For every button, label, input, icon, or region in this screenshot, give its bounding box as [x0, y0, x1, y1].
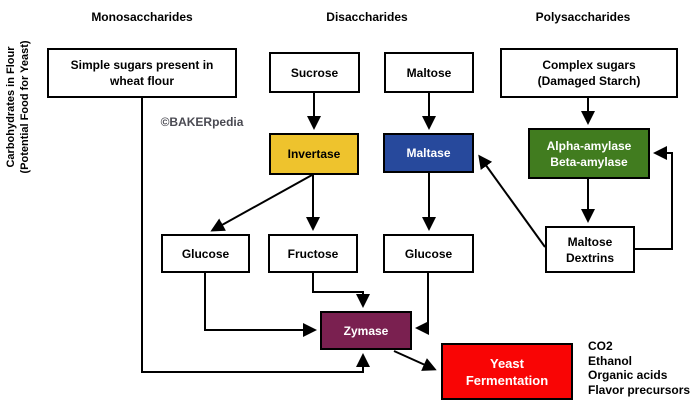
node-maltose-label: Maltose [406, 65, 452, 80]
node-yeast-fermentation-line2: Fermentation [465, 372, 549, 388]
header-monosaccharides: Monosaccharides [91, 10, 193, 24]
node-invertase: Invertase [269, 133, 359, 175]
node-zymase-label: Zymase [343, 323, 389, 338]
node-sucrose: Sucrose [269, 52, 360, 93]
node-complex-sugars: Complex sugars (Damaged Starch) [500, 48, 678, 98]
node-maltose-dextrins-line1: Maltose [567, 234, 613, 249]
node-complex-sugars-line1: Complex sugars [542, 58, 636, 72]
arrow-glucose-right-to-zymase [415, 273, 429, 335]
node-yeast-fermentation-line1: Yeast [490, 355, 524, 371]
node-invertase-label: Invertase [287, 147, 341, 161]
node-simple-sugars-line1: Simple sugars present in [70, 58, 214, 72]
arrow-invertase-to-glucose-left [210, 174, 313, 232]
node-amylase: Alpha-amylase Beta-amylase [528, 128, 650, 179]
node-amylase-line2: Beta-amylase [550, 154, 628, 169]
fermentation-products-list: CO2 Ethanol Organic acids Flavor precurs… [588, 339, 700, 397]
node-maltase: Maltase [383, 133, 474, 173]
product-flavor-precursors: Flavor precursors [588, 382, 691, 397]
node-glucose-right: Glucose [383, 234, 474, 273]
arrow-fructose-to-zymase [312, 273, 370, 308]
vertical-axis-label: Carbohydrates in Flour (Potential Food f… [4, 12, 36, 202]
arrow-zymase-to-yeast-fermentation [393, 350, 437, 371]
bakerpedia-watermark: ©BAKERpedia [156, 113, 248, 131]
node-fructose: Fructose [268, 234, 358, 273]
node-sucrose-label: Sucrose [290, 65, 339, 80]
vertical-axis-label-line1: Carbohydrates in Flour [5, 46, 17, 168]
node-maltose-dextrins: Maltose Dextrins [545, 226, 635, 273]
node-simple-sugars: Simple sugars present in wheat flour [47, 48, 237, 98]
node-glucose-left-label: Glucose [181, 246, 230, 261]
product-co2: CO2 [588, 339, 613, 353]
header-disaccharides: Disaccharides [326, 10, 408, 24]
node-glucose-right-label: Glucose [404, 246, 453, 261]
node-fructose-label: Fructose [287, 246, 339, 261]
node-maltose: Maltose [384, 52, 474, 93]
node-zymase: Zymase [320, 311, 412, 350]
node-yeast-fermentation: Yeast Fermentation [441, 343, 573, 400]
node-complex-sugars-line2: (Damaged Starch) [537, 74, 641, 88]
product-ethanol: Ethanol [588, 353, 632, 368]
node-maltase-label: Maltase [406, 146, 451, 160]
node-glucose-left: Glucose [161, 234, 250, 273]
arrow-glucose-left-to-zymase [204, 273, 317, 337]
header-polysaccharides: Polysaccharides [535, 10, 631, 24]
vertical-axis-label-line2: (Potential Food for Yeast) [19, 40, 31, 174]
product-organic-acids: Organic acids [588, 368, 668, 382]
node-amylase-line1: Alpha-amylase [546, 138, 632, 153]
node-simple-sugars-line2: wheat flour [109, 74, 174, 88]
node-maltose-dextrins-line2: Dextrins [565, 250, 615, 265]
